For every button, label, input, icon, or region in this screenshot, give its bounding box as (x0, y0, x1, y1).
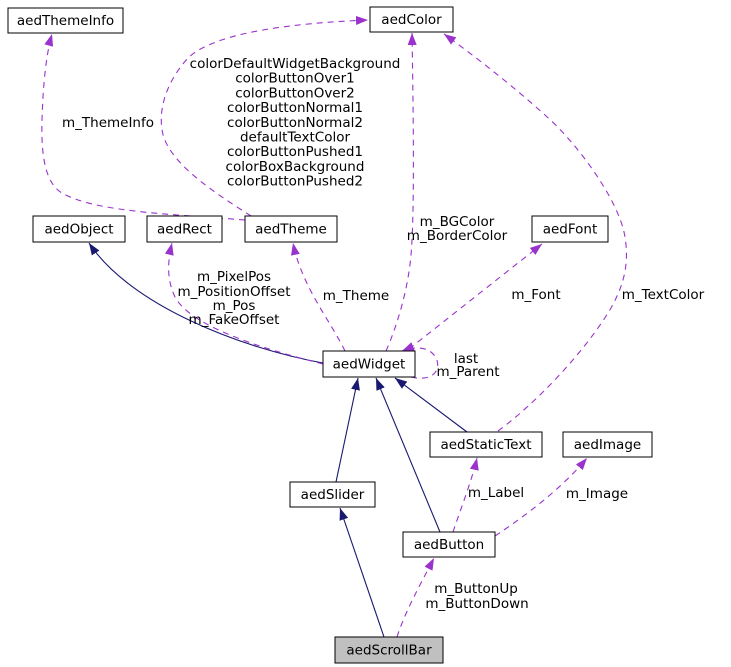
node-aedStaticText[interactable]: aedStaticText (429, 431, 543, 458)
edge-theme-to-themeinfo (41, 33, 246, 221)
edge-label-m-themeinfo: m_ThemeInfo (62, 115, 154, 131)
node-aedTheme-box (244, 215, 338, 243)
edge-label-m-bgcolor: m_BGColor (420, 214, 495, 230)
edge-label-m-fakeoffset: m_FakeOffset (189, 312, 280, 328)
node-aedFont-box (531, 215, 609, 243)
edge-label-m-font: m_Font (511, 287, 560, 303)
edge-label-m-label: m_Label (468, 485, 524, 501)
node-aedThemeInfo[interactable]: aedThemeInfo (7, 7, 124, 34)
edge-button-to-widget (375, 377, 441, 533)
edge-label-theme-color-1: colorButtonOver1 (235, 71, 355, 87)
edge-label-theme-color-2: colorButtonOver2 (235, 85, 355, 101)
node-aedColor[interactable]: aedColor (369, 6, 454, 33)
edge-scrollbar-to-slider (339, 507, 385, 638)
node-aedScrollBar[interactable]: aedScrollBar (334, 636, 444, 664)
edge-label-m-pos: m_Pos (213, 298, 256, 314)
node-aedScrollBar-box (334, 636, 444, 664)
edge-label-theme-color-0: colorDefaultWidgetBackground (190, 56, 401, 72)
edge-label-m-pixelpos: m_PixelPos (197, 269, 271, 285)
edge-widget-to-color (385, 32, 417, 352)
node-aedObject-label: aedObject (44, 222, 113, 238)
edge-label-theme-color-6: colorButtonPushed1 (227, 144, 363, 160)
node-aedWidget[interactable]: aedWidget (322, 350, 416, 378)
node-aedTheme-label: aedTheme (255, 222, 327, 238)
edge-label-m-bordercolor: m_BorderColor (407, 228, 508, 244)
edge-slider-to-widget (335, 377, 360, 483)
edge-widget-to-object (88, 242, 324, 364)
node-aedImage-box (562, 431, 653, 458)
node-aedColor-box (369, 6, 454, 33)
edge-label-m-buttonup: m_ButtonUp (434, 581, 518, 597)
edge-statictext-to-color (443, 33, 628, 432)
node-aedRect-box (146, 215, 223, 243)
node-aedStaticText-box (429, 431, 543, 458)
node-aedButton-box (402, 531, 496, 558)
edge-statictext-to-widget (394, 377, 468, 433)
edge-widget-to-theme (291, 242, 346, 352)
edge-button-to-image (494, 457, 588, 537)
edge-scrollbar-to-button (396, 557, 435, 638)
edge-label-m-positionoffset: m_PositionOffset (177, 284, 290, 300)
node-aedThemeInfo-box (7, 7, 124, 34)
node-aedWidget-label: aedWidget (333, 357, 406, 373)
edge-label-theme-color-4: colorButtonNormal2 (227, 115, 363, 131)
edge-label-m-parent: m_Parent (436, 364, 499, 380)
edge-button-to-statictext (452, 457, 479, 533)
node-aedStaticText-label: aedStaticText (440, 437, 531, 453)
edge-label-m-theme: m_Theme (323, 288, 389, 304)
edge-label-m-image: m_Image (566, 486, 628, 502)
node-aedThemeInfo-label: aedThemeInfo (17, 13, 114, 29)
edge-theme-to-color (160, 15, 369, 217)
node-aedImage-label: aedImage (574, 437, 641, 453)
node-aedFont-label: aedFont (543, 222, 598, 238)
edge-widget-to-rect (164, 242, 324, 365)
node-aedColor-label: aedColor (381, 12, 442, 28)
edge-label-theme-color-5: defaultTextColor (240, 130, 350, 146)
edge-label-theme-color-8: colorButtonPushed2 (227, 174, 363, 190)
edge-widget-self-loop (401, 342, 439, 379)
node-aedObject-box (32, 215, 126, 243)
node-aedButton-label: aedButton (414, 537, 484, 553)
node-aedScrollBar-label: aedScrollBar (346, 643, 432, 659)
edge-label-m-buttondown: m_ButtonDown (425, 596, 528, 612)
node-aedTheme[interactable]: aedTheme (244, 215, 338, 243)
edge-label-last: last (454, 351, 478, 367)
node-aedSlider-label: aedSlider (301, 487, 365, 503)
node-aedImage[interactable]: aedImage (562, 431, 653, 458)
node-aedSlider[interactable]: aedSlider (289, 481, 376, 508)
node-aedWidget-box (322, 350, 416, 378)
edge-label-m-textcolor: m_TextColor (622, 287, 705, 303)
node-aedRect-label: aedRect (157, 222, 212, 238)
node-aedFont[interactable]: aedFont (531, 215, 609, 243)
node-aedRect[interactable]: aedRect (146, 215, 223, 243)
node-aedButton[interactable]: aedButton (402, 531, 496, 558)
edge-label-theme-color-7: colorBoxBackground (226, 159, 365, 175)
node-aedSlider-box (289, 481, 376, 508)
node-aedObject[interactable]: aedObject (32, 215, 126, 243)
edge-label-theme-color-3: colorButtonNormal1 (227, 100, 363, 116)
